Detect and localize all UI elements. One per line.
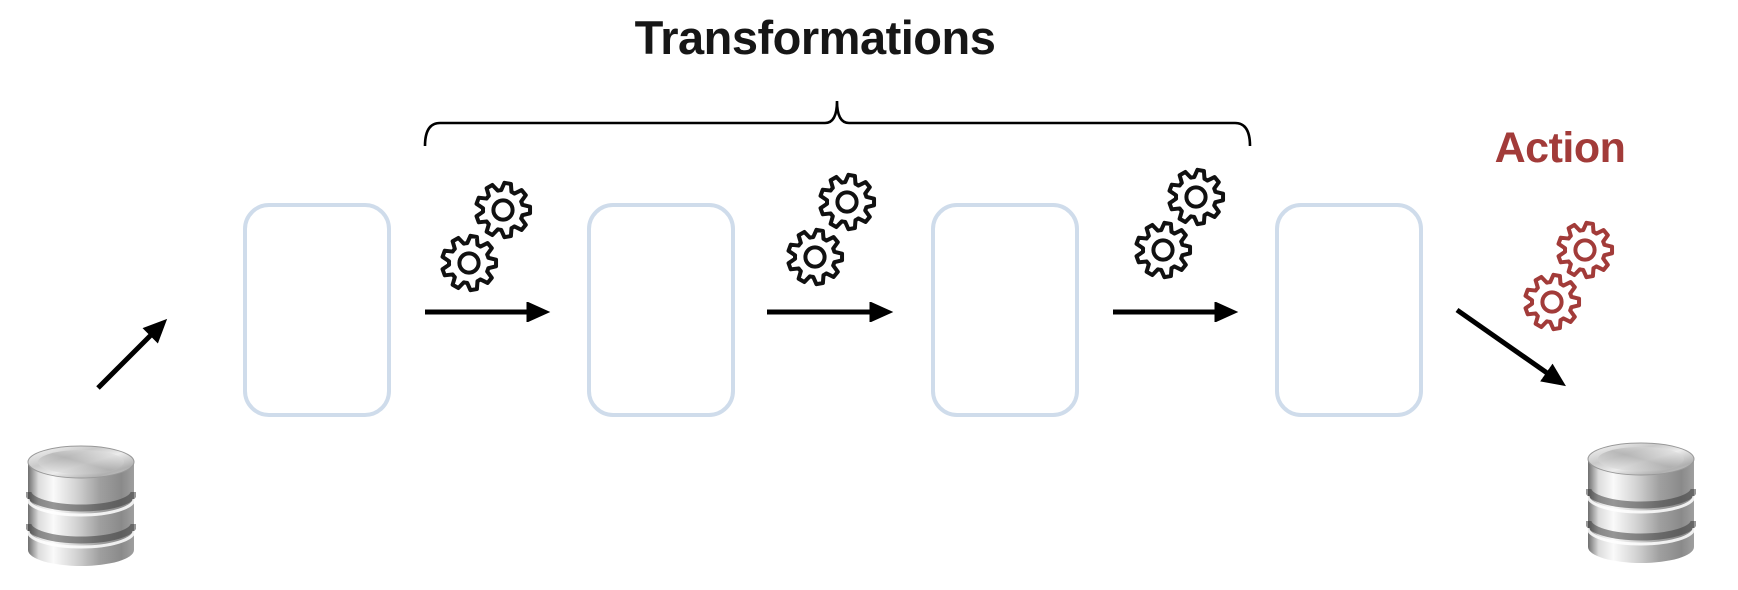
transformations-title: Transformations [634,11,996,64]
dataframe-box-4 [1275,203,1423,417]
transformation-gears-icon-1 [440,180,533,293]
dataframe-box-1 [243,203,391,417]
source-database-icon [26,444,136,572]
input-arrow [96,318,168,390]
transform-arrow-2 [767,302,894,322]
dataframe-box-3 [931,203,1079,417]
output-database-icon [1586,441,1696,569]
transform-arrow-1 [425,302,551,322]
transform-arrow-3 [1113,302,1239,322]
action-gears-icon [1523,220,1615,332]
transformation-gears-icon-2 [786,172,877,287]
action-label: Action [1494,124,1626,172]
dataframe-box-2 [587,203,735,417]
transformations-brace [423,100,1252,147]
transformation-gears-icon-3 [1134,167,1226,280]
output-arrow [1455,307,1566,387]
